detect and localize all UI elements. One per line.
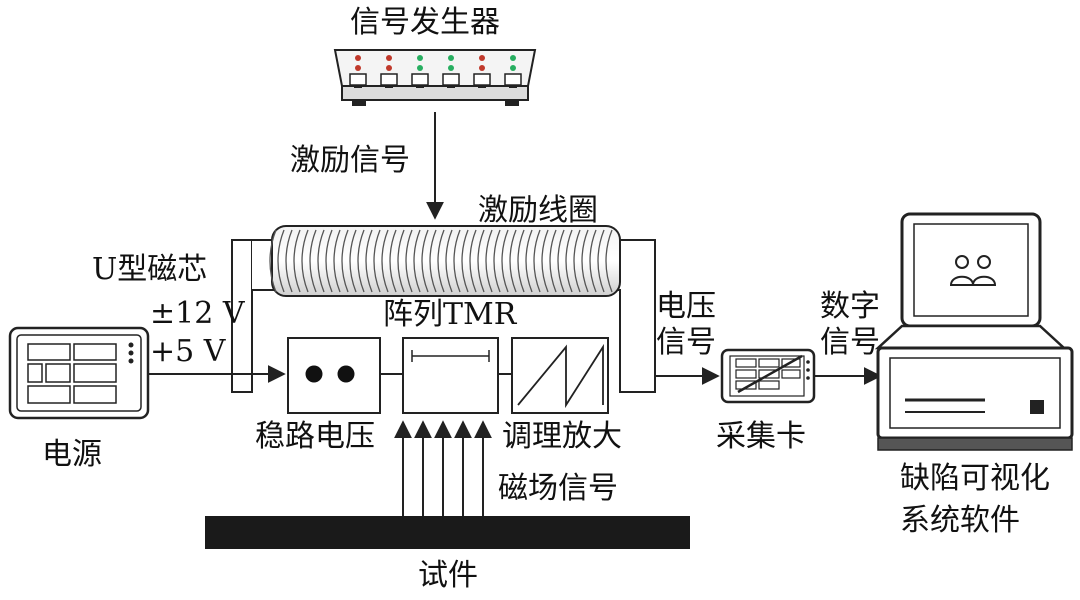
voltage-regulator-box (287, 337, 381, 414)
voltage-regulation-label: 稳路电压 (255, 419, 375, 454)
software-label-line1: 缺陷可视化 (900, 461, 1050, 496)
port-1 (349, 55, 367, 88)
tmr-array-box (402, 337, 499, 414)
port-4 (442, 55, 460, 88)
excitation-coil (269, 225, 621, 297)
switch-ports (349, 55, 522, 88)
specimen-plate (205, 516, 690, 549)
acquisition-card-label: 采集卡 (716, 419, 806, 454)
port-2 (380, 55, 398, 88)
power-supply-device (8, 326, 150, 420)
signal-generator-device (333, 49, 537, 106)
port-5 (473, 55, 491, 88)
tmr-array-label: 阵列TMR (383, 297, 517, 332)
software-label-line2: 系统软件 (900, 503, 1020, 538)
magnetic-field-arrows (394, 420, 492, 516)
port-6 (504, 55, 522, 88)
specimen-label: 试件 (418, 558, 478, 593)
port-3 (411, 55, 429, 88)
voltage-pm12-label: ±12 V (150, 296, 245, 331)
excitation-coil-label: 激励线圈 (478, 193, 598, 228)
signal-generator-label: 信号发生器 (350, 5, 500, 40)
computer-workstation (874, 212, 1074, 451)
voltage-signal-label-line1: 电压 (656, 289, 716, 324)
digital-signal-label-line1: 数字 (820, 289, 880, 324)
magnetic-field-signal-label: 磁场信号 (498, 471, 618, 506)
power-supply-label: 电源 (42, 437, 102, 472)
voltage-p5-label: +5 V (150, 334, 226, 369)
excitation-signal-label: 激励信号 (290, 143, 410, 178)
conditioning-amplifier-box (511, 337, 609, 414)
u-core-label: U型磁芯 (92, 252, 208, 287)
acquisition-card-device (720, 348, 816, 404)
conditioning-amplifier-label: 调理放大 (502, 419, 622, 454)
voltage-signal-label-line2: 信号 (656, 325, 716, 360)
digital-signal-label-line2: 信号 (820, 325, 880, 360)
users-icon (949, 255, 997, 286)
